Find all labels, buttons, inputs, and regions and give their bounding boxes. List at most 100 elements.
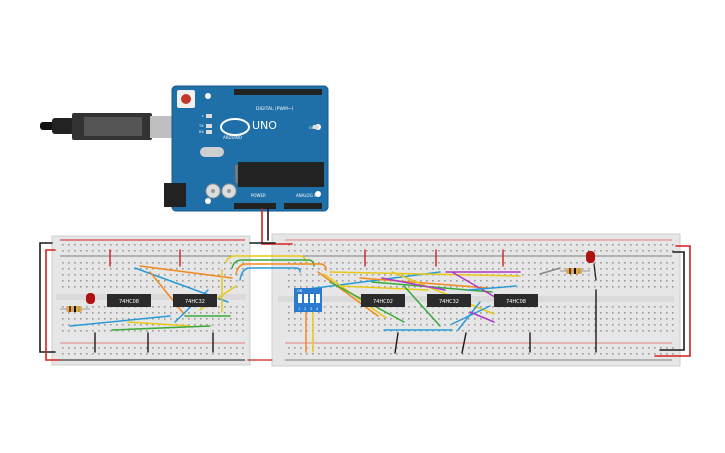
breadboard-hole[interactable] <box>206 330 208 332</box>
breadboard-hole[interactable] <box>188 324 190 326</box>
usb-cable[interactable] <box>40 113 172 140</box>
breadboard-hole[interactable] <box>348 347 350 349</box>
breadboard-hole[interactable] <box>660 318 662 320</box>
breadboard-hole[interactable] <box>444 318 446 320</box>
breadboard-hole[interactable] <box>600 347 602 349</box>
breadboard-hole[interactable] <box>636 306 638 308</box>
breadboard-hole[interactable] <box>576 330 578 332</box>
breadboard-hole[interactable] <box>354 250 356 252</box>
breadboard-hole[interactable] <box>594 262 596 264</box>
breadboard-hole[interactable] <box>170 274 172 276</box>
breadboard-hole[interactable] <box>540 250 542 252</box>
breadboard-hole[interactable] <box>354 262 356 264</box>
breadboard-hole[interactable] <box>636 244 638 246</box>
breadboard-hole[interactable] <box>318 353 320 355</box>
breadboard-hole[interactable] <box>384 274 386 276</box>
breadboard-hole[interactable] <box>164 347 166 349</box>
breadboard-hole[interactable] <box>366 330 368 332</box>
breadboard-hole[interactable] <box>462 312 464 314</box>
breadboard-hole[interactable] <box>170 286 172 288</box>
breadboard-hole[interactable] <box>224 286 226 288</box>
breadboard-hole[interactable] <box>384 244 386 246</box>
breadboard-hole[interactable] <box>618 274 620 276</box>
breadboard-hole[interactable] <box>372 244 374 246</box>
breadboard-hole[interactable] <box>480 353 482 355</box>
breadboard-hole[interactable] <box>540 274 542 276</box>
breadboard-hole[interactable] <box>636 330 638 332</box>
breadboard-hole[interactable] <box>80 274 82 276</box>
breadboard-hole[interactable] <box>104 318 106 320</box>
breadboard-hole[interactable] <box>360 262 362 264</box>
breadboard-hole[interactable] <box>510 312 512 314</box>
breadboard-hole[interactable] <box>438 318 440 320</box>
breadboard-hole[interactable] <box>98 280 100 282</box>
breadboard-hole[interactable] <box>384 324 386 326</box>
breadboard-hole[interactable] <box>522 330 524 332</box>
breadboard-hole[interactable] <box>600 312 602 314</box>
breadboard-hole[interactable] <box>134 286 136 288</box>
breadboard-hole[interactable] <box>606 280 608 282</box>
breadboard-hole[interactable] <box>74 286 76 288</box>
breadboard-hole[interactable] <box>230 318 232 320</box>
breadboard-hole[interactable] <box>468 280 470 282</box>
breadboard-hole[interactable] <box>552 312 554 314</box>
breadboard-hole[interactable] <box>68 312 70 314</box>
breadboard-hole[interactable] <box>164 274 166 276</box>
breadboard-hole[interactable] <box>224 330 226 332</box>
breadboard-hole[interactable] <box>74 280 76 282</box>
breadboard-hole[interactable] <box>122 324 124 326</box>
breadboard-hole[interactable] <box>450 353 452 355</box>
breadboard-hole[interactable] <box>570 330 572 332</box>
breadboard-hole[interactable] <box>564 274 566 276</box>
breadboard-hole[interactable] <box>606 318 608 320</box>
breadboard-hole[interactable] <box>516 280 518 282</box>
breadboard-hole[interactable] <box>360 312 362 314</box>
breadboard-hole[interactable] <box>552 280 554 282</box>
breadboard-hole[interactable] <box>390 274 392 276</box>
breadboard-hole[interactable] <box>576 286 578 288</box>
breadboard-hole[interactable] <box>324 353 326 355</box>
breadboard-hole[interactable] <box>612 324 614 326</box>
breadboard-hole[interactable] <box>354 353 356 355</box>
breadboard-hole[interactable] <box>582 347 584 349</box>
breadboard-hole[interactable] <box>636 268 638 270</box>
breadboard-hole[interactable] <box>68 274 70 276</box>
breadboard-hole[interactable] <box>378 318 380 320</box>
breadboard-hole[interactable] <box>372 250 374 252</box>
breadboard-hole[interactable] <box>182 262 184 264</box>
breadboard-hole[interactable] <box>188 250 190 252</box>
breadboard-hole[interactable] <box>366 324 368 326</box>
breadboard-hole[interactable] <box>128 324 130 326</box>
breadboard-hole[interactable] <box>288 318 290 320</box>
breadboard-hole[interactable] <box>648 274 650 276</box>
breadboard-hole[interactable] <box>336 274 338 276</box>
breadboard-hole[interactable] <box>300 347 302 349</box>
breadboard-hole[interactable] <box>624 280 626 282</box>
breadboard-hole[interactable] <box>182 274 184 276</box>
breadboard-hole[interactable] <box>336 262 338 264</box>
breadboard-hole[interactable] <box>188 274 190 276</box>
breadboard-hole[interactable] <box>294 274 296 276</box>
breadboard-hole[interactable] <box>140 280 142 282</box>
breadboard-hole[interactable] <box>128 318 130 320</box>
breadboard-hole[interactable] <box>672 262 674 264</box>
breadboard-hole[interactable] <box>390 262 392 264</box>
breadboard-hole[interactable] <box>164 353 166 355</box>
breadboard-hole[interactable] <box>62 306 64 308</box>
breadboard-hole[interactable] <box>558 312 560 314</box>
breadboard-hole[interactable] <box>306 330 308 332</box>
breadboard-hole[interactable] <box>648 262 650 264</box>
breadboard-hole[interactable] <box>642 244 644 246</box>
breadboard-hole[interactable] <box>576 250 578 252</box>
breadboard-hole[interactable] <box>384 312 386 314</box>
breadboard-hole[interactable] <box>492 280 494 282</box>
breadboard-hole[interactable] <box>606 330 608 332</box>
breadboard-hole[interactable] <box>86 280 88 282</box>
breadboard-hole[interactable] <box>336 268 338 270</box>
breadboard-hole[interactable] <box>200 280 202 282</box>
breadboard-hole[interactable] <box>62 324 64 326</box>
breadboard-hole[interactable] <box>606 347 608 349</box>
breadboard-hole[interactable] <box>318 347 320 349</box>
breadboard-hole[interactable] <box>420 244 422 246</box>
breadboard-hole[interactable] <box>528 347 530 349</box>
